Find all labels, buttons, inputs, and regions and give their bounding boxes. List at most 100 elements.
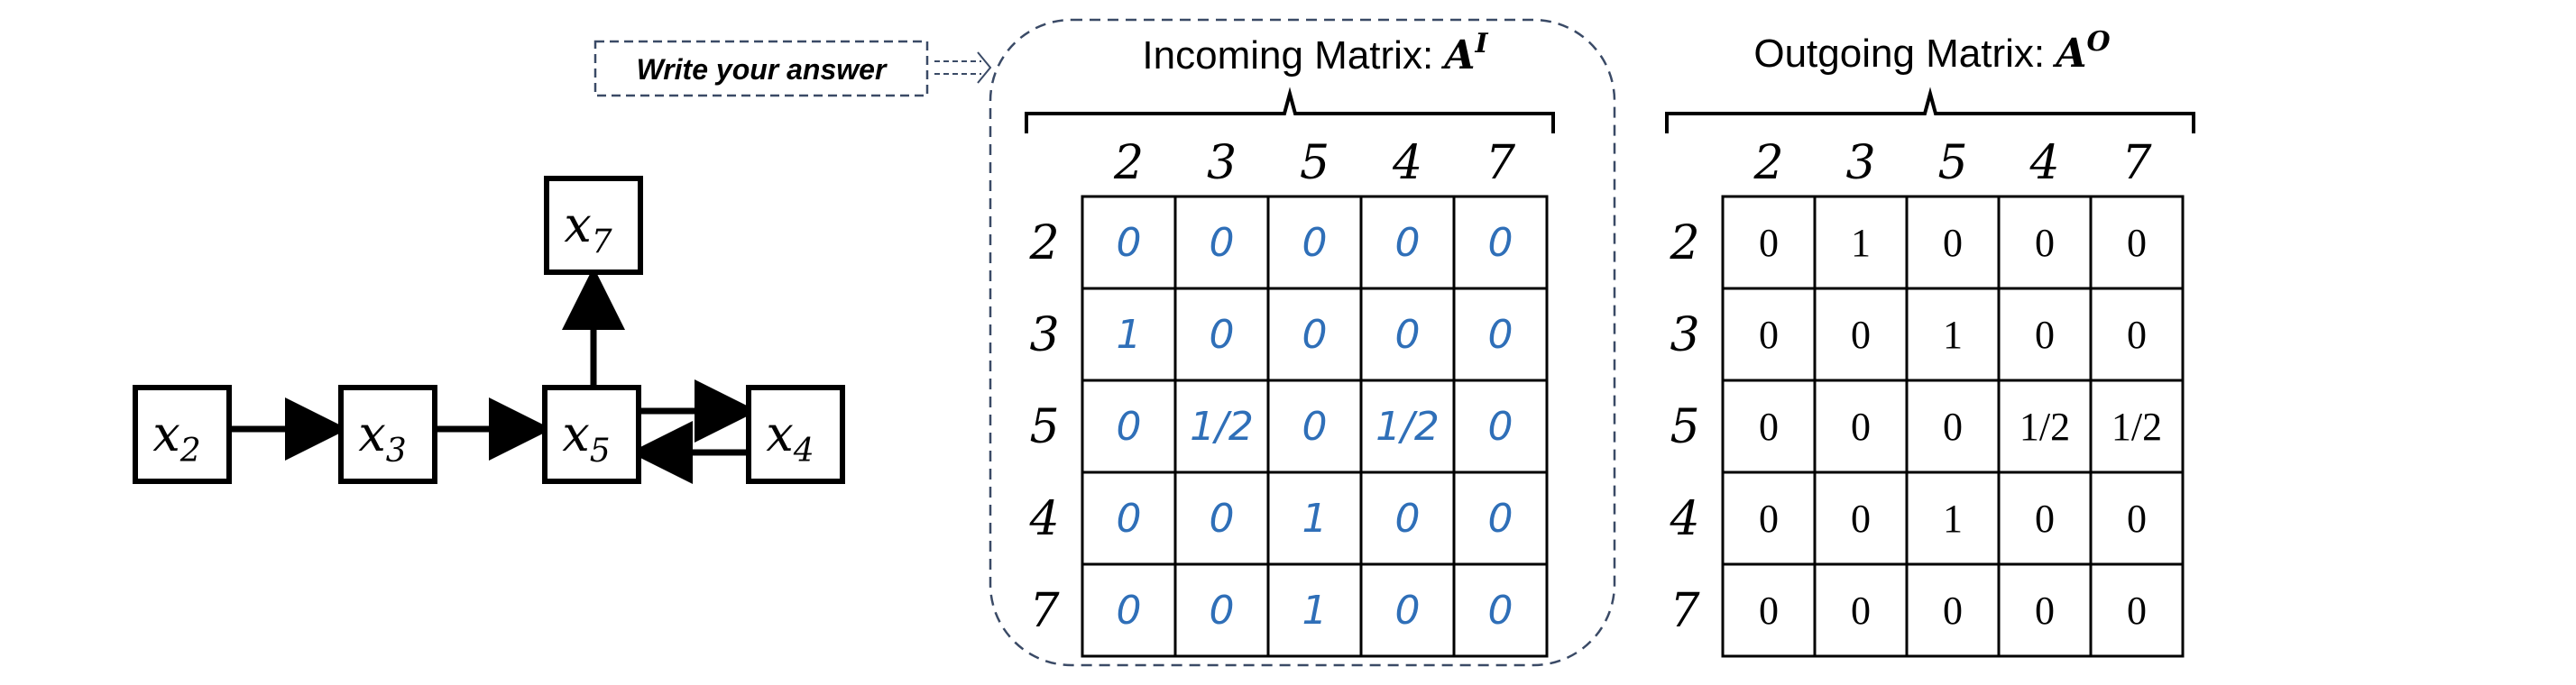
outgoing-row-label: 7: [1670, 584, 1700, 638]
incoming-cell-r4c5: 0: [1488, 496, 1513, 542]
outgoing-cell-r1c2: 1: [1851, 221, 1871, 265]
incoming-cell-r3c4: 1/2: [1375, 404, 1440, 450]
incoming-cell-r2c4: 0: [1395, 312, 1421, 358]
incoming-row-label: 3: [1029, 308, 1059, 362]
incoming-cell-r5c3: 1: [1302, 588, 1328, 634]
outgoing-row-label: 3: [1670, 308, 1699, 362]
incoming-cell-r5c5: 0: [1488, 588, 1513, 634]
outgoing-cell-r4c3: 1: [1943, 497, 1963, 541]
outgoing-cell-r3c5: 1/2: [2111, 405, 2162, 449]
incoming-row-label: 5: [1029, 400, 1059, 454]
incoming-col-label: 5: [1300, 136, 1329, 190]
node-label-x3: x3: [358, 406, 406, 470]
incoming-answer-boundary: [989, 18, 1616, 667]
outgoing-title-symbol: A: [2052, 31, 2086, 77]
incoming-title-sup: I: [1475, 28, 1489, 59]
incoming-cell-r2c5: 0: [1488, 312, 1513, 358]
incoming-title-symbol: A: [1440, 32, 1475, 78]
outgoing-cell-r5c2: 0: [1851, 589, 1871, 633]
incoming-cell-r4c3: 1: [1302, 496, 1328, 542]
incoming-cell-r5c1: 0: [1117, 588, 1142, 634]
outgoing-cell-r2c4: 0: [2035, 313, 2055, 357]
incoming-cell-box: [1452, 562, 1549, 658]
incoming-cell-r2c3: 0: [1302, 312, 1328, 358]
outgoing-cell-r2c1: 0: [1759, 313, 1779, 357]
outgoing-cell-r3c1: 0: [1759, 405, 1779, 449]
outgoing-cell-r4c1: 0: [1759, 497, 1779, 541]
outgoing-cell-r4c5: 0: [2127, 497, 2147, 541]
outgoing-cell-r4c4: 0: [2035, 497, 2055, 541]
outgoing-title-sup: O: [2087, 26, 2111, 58]
incoming-col-label: 7: [1486, 136, 1516, 190]
incoming-matrix-title: Incoming Matrix: AI: [1142, 28, 1488, 78]
outgoing-col-label: 4: [2029, 136, 2059, 190]
node-label-x2: x2: [152, 406, 200, 470]
node-label-x5: x5: [562, 406, 610, 470]
node-x4: x4: [746, 385, 845, 484]
incoming-cell-r1c3: 0: [1302, 220, 1328, 266]
outgoing-cell-r5c4: 0: [2035, 589, 2055, 633]
incoming-row-label: 4: [1028, 492, 1059, 546]
outgoing-col-label: 7: [2121, 136, 2152, 190]
outgoing-cell-r3c2: 0: [1851, 405, 1871, 449]
outgoing-brace: [1665, 87, 2195, 133]
incoming-cell-r4c1: 0: [1117, 496, 1142, 542]
outgoing-row-label: 4: [1669, 492, 1699, 546]
incoming-cell-r3c5: 0: [1488, 404, 1513, 450]
outgoing-cell-r5c5: 0: [2127, 589, 2147, 633]
outgoing-matrix-title: Outgoing Matrix: AO: [1753, 26, 2110, 77]
outgoing-cell-r3c3: 0: [1943, 405, 1963, 449]
incoming-brace: [1025, 87, 1555, 133]
outgoing-cell-r5c3: 0: [1943, 589, 1963, 633]
incoming-cell-r2c1: 1: [1117, 312, 1142, 358]
incoming-cell-r3c3: 0: [1302, 404, 1328, 450]
outgoing-cell-r3c4: 1/2: [2019, 405, 2070, 449]
incoming-row-label: 7: [1029, 584, 1060, 638]
node-box-x3: [338, 385, 437, 484]
outgoing-cell-r4c2: 0: [1851, 497, 1871, 541]
directed-graph: x2 x3 x5 x4 x7: [133, 176, 845, 484]
node-x3: x3: [338, 385, 437, 484]
outgoing-cell-r2c3: 1: [1943, 313, 1963, 357]
incoming-cell-r1c5: 0: [1488, 220, 1513, 266]
outgoing-cell-r1c1: 0: [1759, 221, 1779, 265]
node-label-x4: x4: [766, 406, 814, 470]
node-box-x7: [544, 176, 643, 275]
incoming-cell-r2c2: 0: [1210, 312, 1235, 358]
outgoing-cell-r1c5: 0: [2127, 221, 2147, 265]
incoming-cell-r5c4: 0: [1395, 588, 1421, 634]
incoming-title-text: Incoming Matrix:: [1142, 33, 1444, 78]
incoming-cell-r3c2: 1/2: [1190, 404, 1254, 450]
answer-prompt-text: Write your answer: [637, 53, 888, 86]
node-x2: x2: [133, 385, 232, 484]
incoming-row-label: 2: [1028, 216, 1059, 270]
answer-callout: Write your answer: [593, 40, 992, 97]
outgoing-cell-r2c5: 0: [2127, 313, 2147, 357]
incoming-col-label: 4: [1392, 136, 1422, 190]
incoming-cell-r5c2: 0: [1210, 588, 1235, 634]
graph-nodes: x2 x3 x5 x4 x7: [133, 176, 845, 484]
incoming-cell-r1c2: 0: [1210, 220, 1235, 266]
incoming-matrix: Incoming Matrix: AI 0 0 0 0 0 1 0 0 0 0 0 1/2 0 1/2 0 0…: [1025, 28, 1555, 658]
node-label-x7: x7: [564, 196, 612, 260]
outgoing-cell-r5c1: 0: [1759, 589, 1779, 633]
outgoing-cell-r1c4: 0: [2035, 221, 2055, 265]
incoming-col-label: 2: [1113, 136, 1144, 190]
outgoing-col-label: 5: [1937, 136, 1967, 190]
graph-edges: [231, 267, 758, 484]
outgoing-cell-r2c2: 0: [1851, 313, 1871, 357]
outgoing-title-text: Outgoing Matrix:: [1753, 32, 2056, 76]
incoming-cell-r1c1: 0: [1117, 220, 1142, 266]
outgoing-cell-r1c3: 0: [1943, 221, 1963, 265]
callout-arrow-head: [977, 51, 992, 84]
node-box-x4: [746, 385, 845, 484]
node-box-x2: [133, 385, 232, 484]
outgoing-row-label: 5: [1670, 400, 1699, 454]
incoming-col-label: 3: [1207, 136, 1237, 190]
node-x7: x7: [544, 176, 643, 275]
outgoing-col-label: 3: [1845, 136, 1875, 190]
incoming-cell-r4c2: 0: [1210, 496, 1235, 542]
